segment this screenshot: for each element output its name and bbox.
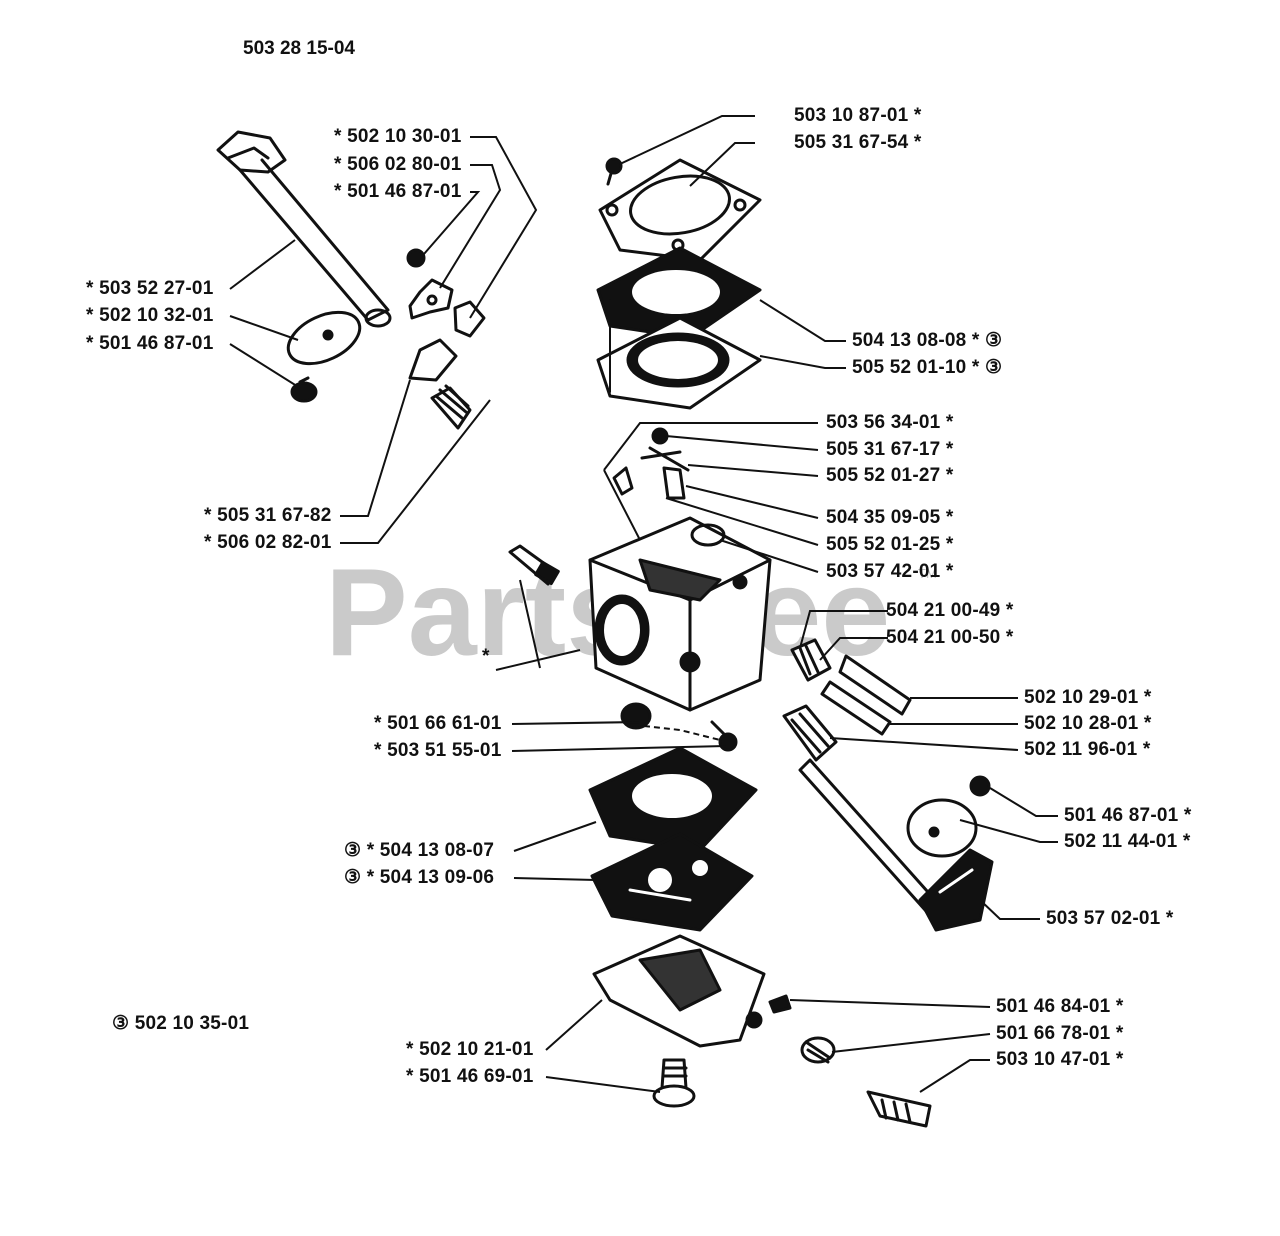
pump-cover-drawing (598, 157, 762, 262)
part-label: * 501 46 87-01 (86, 333, 214, 354)
throttle-plate-drawing (286, 310, 362, 366)
part-label: * 501 46 69-01 (406, 1066, 534, 1087)
part-label: 505 52 01-10 * ③ (852, 357, 1003, 378)
part-label: 502 10 29-01 * (1024, 687, 1152, 708)
part-label: 505 52 01-27 * (826, 465, 954, 486)
part-label: 504 13 08-08 * ③ (852, 330, 1003, 351)
part-label: * 506 02 80-01 (334, 154, 462, 175)
part-label: 502 11 96-01 * (1024, 739, 1151, 760)
part-label: 502 11 44-01 * (1064, 831, 1191, 852)
part-label: * 506 02 82-01 (204, 532, 332, 553)
part-label: 504 35 09-05 * (826, 507, 954, 528)
part-label: 505 52 01-25 * (826, 534, 954, 555)
part-label: 503 10 47-01 * (996, 1049, 1124, 1070)
part-label: 501 46 84-01 * (996, 996, 1124, 1017)
part-label: 503 10 87-01 * (794, 105, 922, 126)
part-label: 504 21 00-49 * (886, 600, 1014, 621)
pump-gasket-drawing (596, 246, 762, 340)
lever-drawing (406, 248, 486, 338)
inlet-needle-drawing (612, 427, 690, 500)
throttle-shaft-drawing (216, 130, 392, 328)
metering-cover-drawing (592, 934, 766, 1048)
part-label: 505 31 67-54 * (794, 132, 922, 153)
part-label: * 502 10 21-01 (406, 1039, 534, 1060)
adjusting-screws-drawing (710, 638, 912, 762)
idle-screw-drawing (768, 994, 932, 1128)
part-label: * 505 31 67-82 (204, 505, 332, 526)
choke-shaft-drawing (798, 758, 994, 932)
plug-drawing (620, 702, 652, 730)
carburetor-body-drawing (588, 516, 772, 712)
part-label: * 503 51 55-01 (374, 740, 502, 761)
bottom-screw-drawing (652, 1058, 696, 1108)
diagram-title: 503 28 15-04 (243, 38, 355, 59)
part-label: 503 57 02-01 * (1046, 908, 1174, 929)
part-label: * 502 10 30-01 (334, 126, 462, 147)
part-label: * 501 66 61-01 (374, 713, 502, 734)
part-label: * 502 10 32-01 (86, 305, 214, 326)
part-label: * 503 52 27-01 (86, 278, 214, 299)
pump-diaphragm-drawing (596, 299, 762, 410)
part-label: ③ * 504 13 08-07 (344, 840, 495, 861)
part-label: 504 21 00-50 * (886, 627, 1014, 648)
part-label: 501 46 87-01 * (1064, 805, 1192, 826)
part-label: 503 57 42-01 * (826, 561, 954, 582)
part-label: * (482, 646, 490, 667)
part-label: * 501 46 87-01 (334, 181, 462, 202)
metering-diaphragm-drawing (590, 832, 754, 932)
metering-gasket-drawing (588, 746, 758, 852)
footnote: ③ 502 10 35-01 (112, 1013, 250, 1034)
part-label: ③ * 504 13 09-06 (344, 867, 495, 888)
screw-left-drawing (290, 376, 318, 403)
part-label: 505 31 67-17 * (826, 439, 954, 460)
choke-fitting-drawing (508, 544, 560, 586)
part-label: 502 10 28-01 * (1024, 713, 1152, 734)
part-label: 501 66 78-01 * (996, 1023, 1124, 1044)
spring-arm-drawing (408, 338, 472, 430)
part-label: 503 56 34-01 * (826, 412, 954, 433)
watermark-trademark: TM (918, 566, 937, 581)
